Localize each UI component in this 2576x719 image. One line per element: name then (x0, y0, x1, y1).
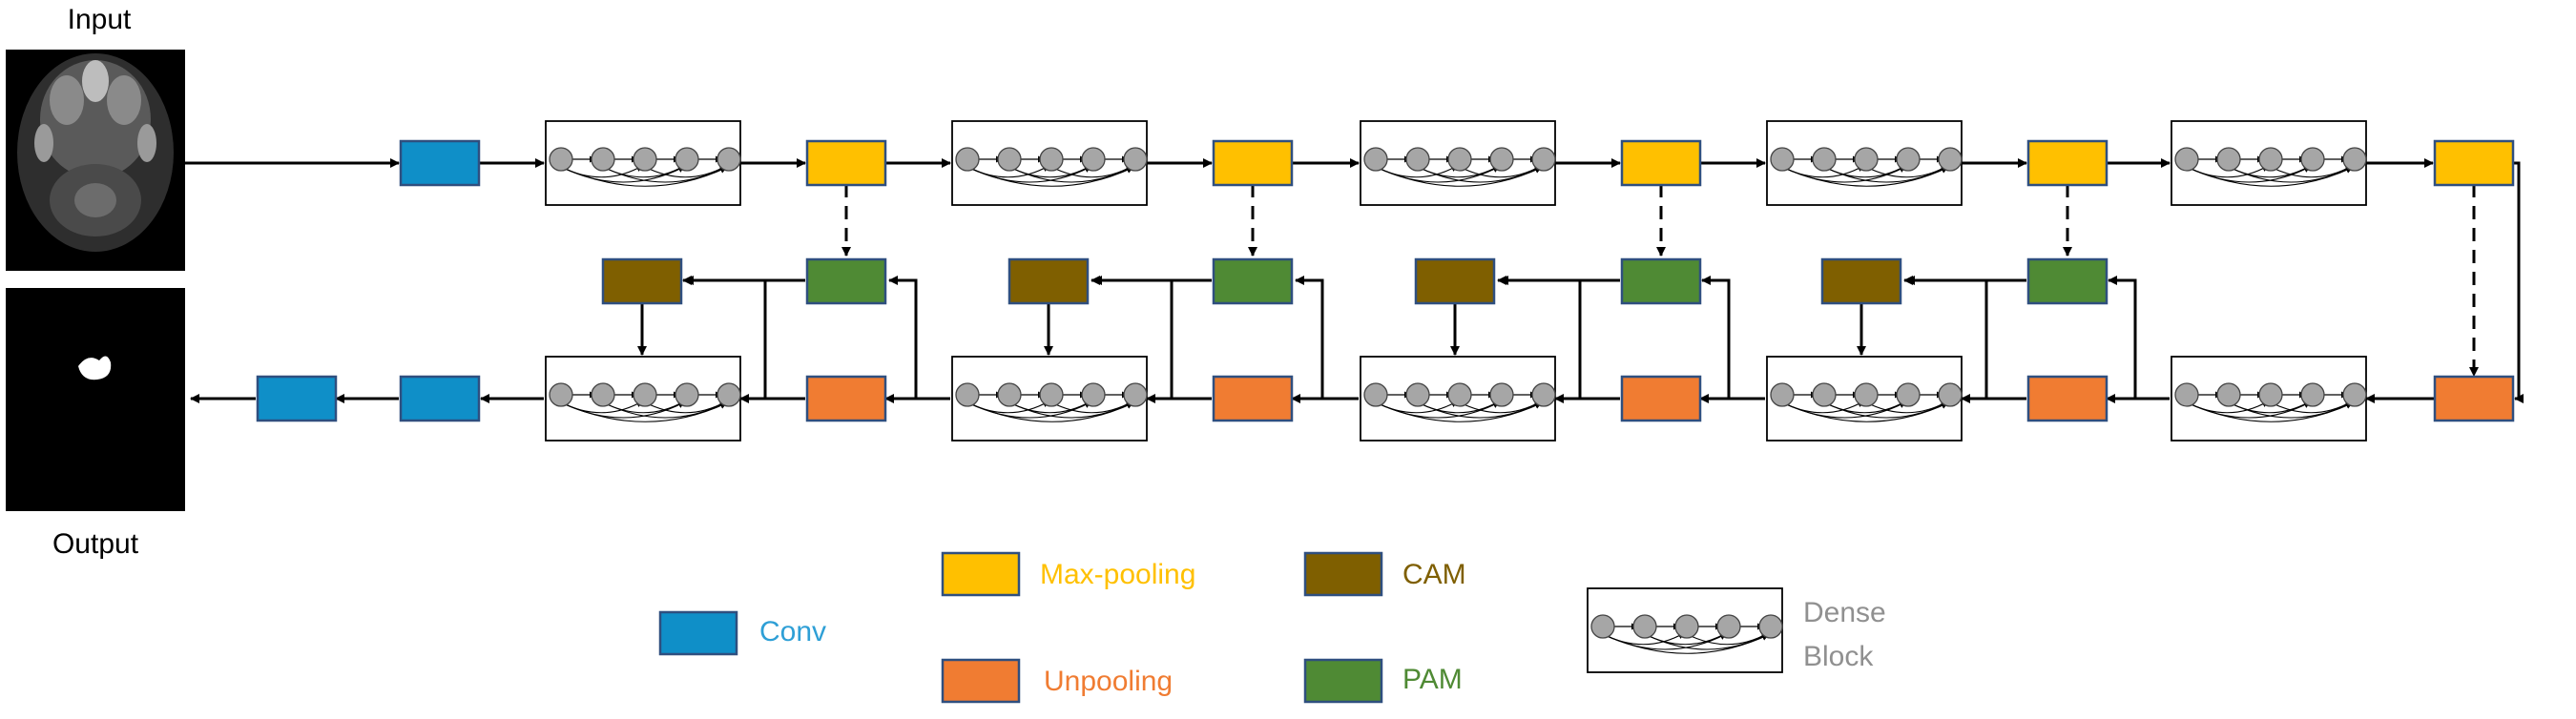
output-mask-image (6, 288, 185, 511)
legend-conv-label: Conv (759, 616, 826, 647)
legend-dense-block-swatch (1588, 588, 1782, 672)
pam-block-3 (1620, 257, 1702, 305)
legend-cam-label: CAM (1402, 559, 1466, 590)
conv-block-encoder (399, 139, 481, 187)
dense-block-decoder-5 (2171, 357, 2366, 441)
conv-block-decoder-2 (256, 375, 338, 422)
legend-maxpool-swatch (941, 551, 1021, 597)
maxpool-block-2 (1212, 139, 1294, 187)
legend-dense-label-line1: Dense (1803, 597, 1886, 628)
legend-maxpool-label: Max-pooling (1040, 559, 1195, 590)
conv-block-decoder-1 (399, 375, 481, 422)
pam-block-2 (1212, 257, 1294, 305)
legend-pam-label: PAM (1402, 664, 1463, 695)
input-label: Input (68, 4, 132, 35)
legend-unpool-label: Unpooling (1044, 666, 1173, 697)
unpool-block-3 (1620, 375, 1702, 422)
dense-block-encoder-4 (1767, 121, 1962, 205)
maxpool-block-4 (2026, 139, 2109, 187)
maxpool-block-3 (1620, 139, 1702, 187)
dense-block-decoder-3 (1361, 357, 1555, 441)
dense-block-decoder-4 (1767, 357, 1962, 441)
legend-pam-swatch (1303, 658, 1383, 704)
dense-block-encoder-3 (1361, 121, 1555, 205)
pam-block-4 (2026, 257, 2109, 305)
dense-block-decoder-1 (546, 357, 740, 441)
legend-conv-swatch (658, 610, 738, 656)
unpool-block-1 (805, 375, 887, 422)
legend-unpool-swatch (941, 658, 1021, 704)
input-mri-image (6, 50, 185, 271)
cam-block-2 (1008, 257, 1090, 305)
legend: Conv Max-pooling Unpooling CAM PAM Dense… (658, 551, 1886, 704)
dense-block-decoder-2 (952, 357, 1147, 441)
maxpool-block-5 (2433, 139, 2515, 187)
connections (185, 158, 2524, 403)
legend-dense-label-line2: Block (1803, 641, 1874, 672)
maxpool-block-1 (805, 139, 887, 187)
unpool-block-4 (2026, 375, 2109, 422)
legend-cam-swatch (1303, 551, 1383, 597)
cam-block-1 (601, 257, 683, 305)
unpool-block-2 (1212, 375, 1294, 422)
dense-block-encoder-2 (952, 121, 1147, 205)
cam-block-4 (1820, 257, 1902, 305)
output-label: Output (52, 528, 139, 560)
unpool-block-5 (2433, 375, 2515, 422)
dense-block-encoder-5 (2171, 121, 2366, 205)
dense-block-encoder-1 (546, 121, 740, 205)
cam-block-3 (1414, 257, 1496, 305)
pam-block-1 (805, 257, 887, 305)
